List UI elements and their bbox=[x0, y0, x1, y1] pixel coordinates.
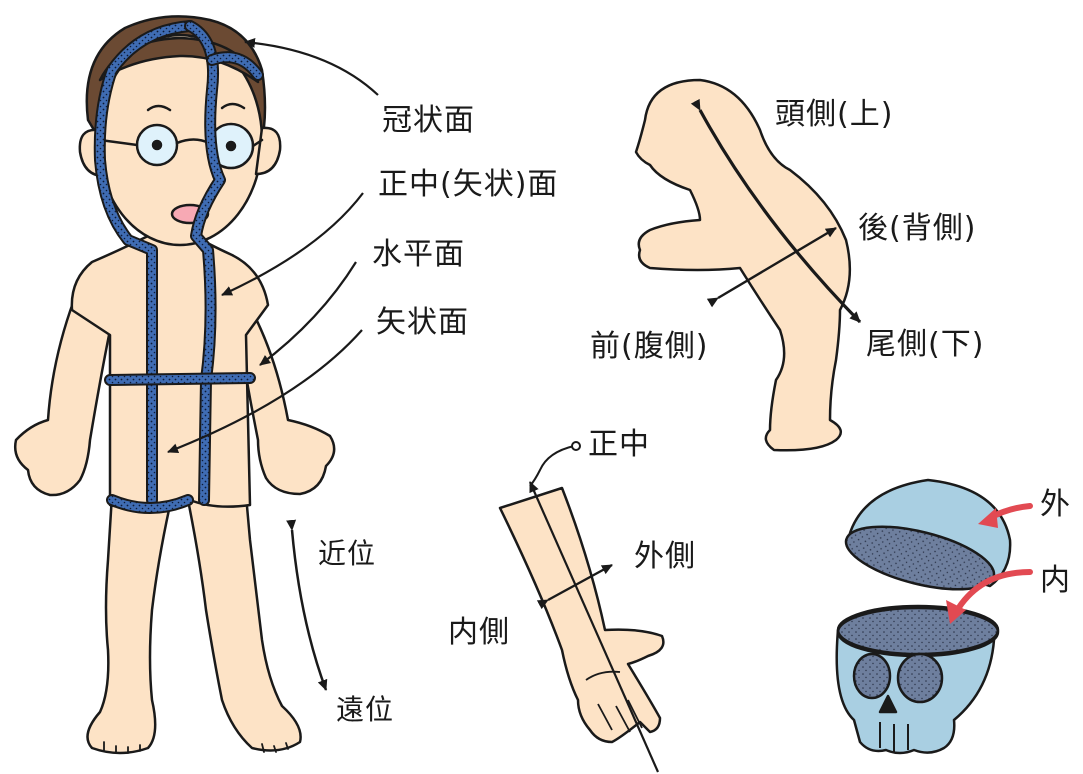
label-ventral: 前(腹側) bbox=[590, 332, 708, 362]
left-arm bbox=[240, 300, 334, 494]
right-arm bbox=[15, 300, 110, 495]
label-coronal-plane: 冠状面 bbox=[382, 106, 475, 136]
median-leader-curve bbox=[530, 446, 574, 486]
label-horizontal-plane: 水平面 bbox=[372, 240, 465, 270]
eye-socket-right bbox=[898, 654, 942, 702]
label-medial: 内側 bbox=[448, 618, 510, 648]
cranial-cavity-lower bbox=[838, 606, 998, 654]
label-median-sagittal-plane: 正中(矢状)面 bbox=[378, 170, 558, 200]
right-leg bbox=[88, 495, 171, 753]
label-sagittal-plane: 矢状面 bbox=[376, 308, 469, 338]
left-leg bbox=[188, 495, 301, 750]
side-figure bbox=[636, 80, 850, 450]
label-cranial: 頭側(上) bbox=[775, 100, 893, 130]
label-internal: 内 bbox=[1040, 566, 1071, 596]
label-caudal: 尾側(下) bbox=[866, 330, 984, 360]
label-dorsal: 後(背側) bbox=[858, 214, 976, 244]
label-distal: 遠位 bbox=[336, 696, 394, 724]
eye-socket-left bbox=[854, 654, 890, 698]
label-external: 外 bbox=[1040, 490, 1071, 520]
label-median: 正中 bbox=[588, 430, 650, 460]
forearm bbox=[500, 488, 663, 742]
label-proximal: 近位 bbox=[318, 540, 376, 568]
label-lateral: 外側 bbox=[634, 542, 696, 572]
